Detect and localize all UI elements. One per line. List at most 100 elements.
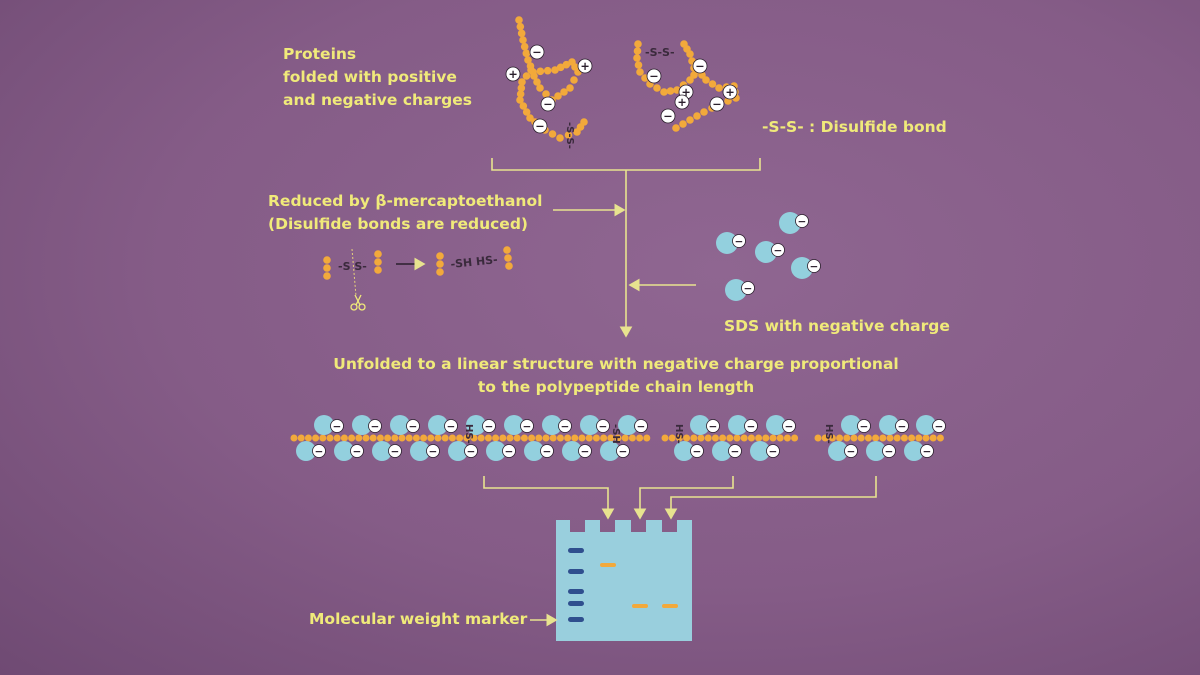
amino-acid-bead [556,434,564,442]
negative-charge: − [482,419,496,433]
svg-text:−: − [523,421,532,433]
negative-charge: − [728,444,742,458]
amino-acid-bead [776,434,784,442]
amino-acid-bead [578,434,586,442]
amino-acid-bead [323,272,331,280]
amino-acid-bead [560,88,568,96]
svg-text:−: − [543,446,552,458]
amino-acid-bead [504,254,512,262]
thiol-glyph-4: HS- [823,424,834,444]
sds-head [562,441,582,461]
amino-acid-bead [719,434,727,442]
amino-acid-bead [536,67,545,76]
amino-acid-bead [391,434,399,442]
amino-acid-bead [470,434,478,442]
negative-charge: − [350,444,364,458]
sds-protein-complex: −−−−−− [661,415,799,461]
svg-text:−: − [447,421,456,433]
negative-charge: − [634,419,648,433]
amino-acid-bead [708,80,717,88]
amino-acid-bead [506,434,514,442]
negative-charge: − [844,444,858,458]
amino-acid-bead [542,434,550,442]
disulfide-glyph-protein-1: -S-S- [564,122,575,149]
unfolded-label: Unfolded to a linear structure with nega… [300,353,932,399]
svg-text:−: − [798,216,807,228]
sds-head [314,415,334,435]
svg-text:−: − [695,60,704,73]
negative-charge: − [532,118,548,134]
amino-acid-bead [374,250,382,258]
svg-text:−: − [532,46,541,59]
amino-acid-bead [548,130,557,138]
amino-acid-bead [436,252,444,260]
amino-acid-bead [628,434,636,442]
amino-acid-bead [643,434,651,442]
svg-text:−: − [315,446,324,458]
load-arrow-lane-3 [664,476,877,520]
amino-acid-bead [814,434,822,442]
reduction-label: Reduced by β-mercaptoethanol (Disulfide … [268,190,542,236]
negative-charge: − [520,419,534,433]
amino-acid-bead [304,434,312,442]
amino-acid-bead [686,116,694,124]
svg-text:+: + [677,96,686,109]
sds-head [542,415,562,435]
negative-charge: − [709,96,725,112]
amino-acid-bead [653,84,661,92]
sds-protein-complex: −−−−−− [814,415,946,461]
amino-acid-bead [290,434,298,442]
svg-text:−: − [860,421,869,433]
svg-text:−: − [731,446,740,458]
amino-acid-bead [791,434,799,442]
amino-acid-bead [755,434,763,442]
svg-text:−: − [543,98,552,111]
amino-acid-bead [915,434,923,442]
amino-acid-bead [607,434,615,442]
sds-head [916,415,936,435]
negative-charge: − [690,444,704,458]
sds-molecule: − [779,212,809,234]
amino-acid-bead [614,434,622,442]
positive-charge: + [505,66,521,82]
svg-text:−: − [429,446,438,458]
svg-text:−: − [637,421,646,433]
amino-acid-bead [369,434,377,442]
amino-acid-bead [312,434,320,442]
amino-acid-bead [463,434,471,442]
reduction-label-line-1: Reduced by β-mercaptoethanol [268,192,543,210]
svg-text:−: − [561,421,570,433]
amino-acid-bead [517,29,526,38]
amino-acid-bead [323,264,331,272]
amino-acid-bead [700,108,708,116]
svg-text:−: − [847,446,856,458]
sds-head [390,415,410,435]
amino-acid-bead [405,434,413,442]
svg-text:−: − [485,421,494,433]
negative-charge: − [540,444,554,458]
negative-charge: − [741,281,755,295]
amino-acid-bead [769,434,777,442]
amino-acid-bead [434,434,442,442]
amino-acid-bead [872,434,880,442]
amino-acid-bead [864,434,872,442]
amino-acid-bead [879,434,887,442]
molecular-weight-marker-label: Molecular weight marker [309,610,528,628]
sds-molecule: − [791,257,821,279]
sds-head [841,415,861,435]
amino-acid-bead [580,118,588,126]
amino-acid-bead [836,434,844,442]
svg-text:−: − [923,446,932,458]
svg-text:−: − [663,110,672,123]
sds-head [352,415,372,435]
amino-acid-bead [522,108,531,116]
unfolded-label-line-1: Unfolded to a linear structure with nega… [333,355,899,373]
sample-band-lane-1 [600,563,616,567]
svg-text:−: − [810,261,819,273]
sds-head [725,279,747,301]
amino-acid-bead [922,434,930,442]
svg-text:−: − [735,236,744,248]
sds-head [466,415,486,435]
svg-text:−: − [693,446,702,458]
amino-acid-bead [556,63,565,72]
